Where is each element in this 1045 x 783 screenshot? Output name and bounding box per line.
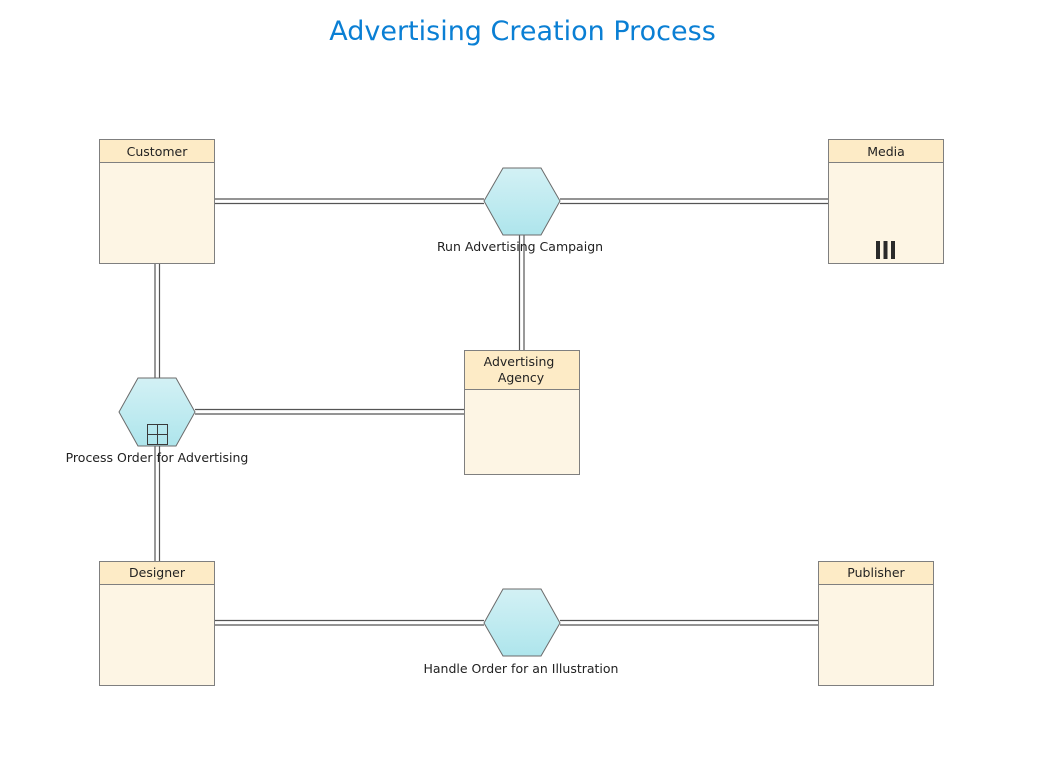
conversation-label: Run Advertising Campaign: [437, 239, 603, 254]
participant-publisher[interactable]: Publisher: [818, 561, 934, 686]
conversation-label: Handle Order for an Illustration: [424, 661, 619, 676]
link-designer-handle-order[interactable]: [214, 619, 484, 626]
multi-instance-marker-icon: [876, 241, 895, 259]
diagram-title: Advertising Creation Process: [329, 16, 716, 47]
participant-advertising-agency[interactable]: Advertising Agency: [464, 350, 580, 475]
conversation-run-advertising-campaign[interactable]: Run Advertising Campaign: [430, 167, 610, 254]
participant-media[interactable]: Media: [828, 139, 944, 264]
link-process-order-designer[interactable]: [154, 446, 161, 562]
conversation-process-order-for-advertising[interactable]: Process Order for Advertising: [66, 377, 249, 465]
participant-label: Customer: [127, 144, 189, 159]
conversation-label: Process Order for Advertising: [66, 450, 249, 465]
link-process-order-agency[interactable]: [195, 408, 465, 415]
participant-label: Media: [867, 144, 905, 159]
link-customer-run-campaign[interactable]: [214, 198, 484, 205]
link-handle-order-publisher[interactable]: [560, 619, 819, 626]
participant-customer[interactable]: Customer: [99, 139, 215, 264]
link-run-campaign-agency[interactable]: [518, 235, 525, 351]
participant-label: Publisher: [847, 565, 905, 580]
participant-label-line2: Agency: [498, 370, 545, 385]
participant-label-line1: Advertising: [484, 354, 555, 369]
participant-designer[interactable]: Designer: [99, 561, 215, 686]
participant-label: Designer: [129, 565, 186, 580]
link-run-campaign-media[interactable]: [560, 198, 829, 205]
link-customer-process-order[interactable]: [154, 263, 161, 379]
sub-conversation-marker-icon: [147, 424, 168, 445]
conversation-handle-order-for-an-illustration[interactable]: Handle Order for an Illustration: [424, 588, 619, 676]
